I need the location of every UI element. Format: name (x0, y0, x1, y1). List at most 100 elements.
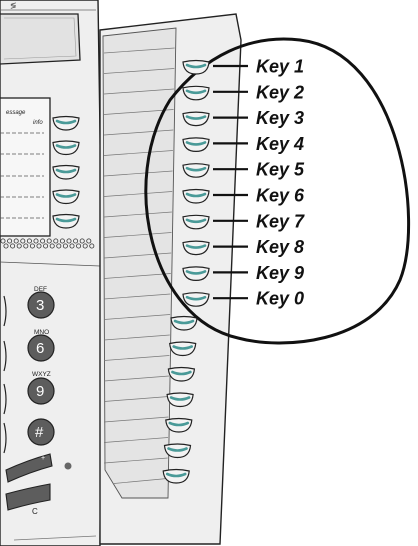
clear-key[interactable]: C (5, 483, 51, 516)
label-strip (102, 27, 177, 499)
grille-hole (56, 243, 62, 249)
display-side-key[interactable] (52, 140, 80, 156)
grille-hole (0, 238, 6, 244)
grille-hole (16, 243, 22, 249)
info-label: info (33, 120, 43, 126)
callout-key-button[interactable] (182, 137, 210, 153)
callout-key-label: Key 6 (256, 186, 305, 206)
grille-hole (86, 238, 92, 244)
keypad-key-3-digit: 3 (36, 297, 44, 314)
module-key-button[interactable] (170, 315, 198, 331)
keypad-key-6-letters: MNO (34, 329, 49, 336)
callout-key-button[interactable] (182, 214, 210, 230)
keypad-key-3-letters: DEF (34, 286, 47, 293)
strip-divider (103, 457, 168, 464)
message-label: essage (6, 110, 26, 116)
callout-item: Key 2 (182, 82, 304, 102)
grille-hole (89, 243, 95, 249)
callout-key-label: Key 2 (256, 82, 304, 102)
callout-key-button[interactable] (182, 85, 210, 101)
module-key-button[interactable] (163, 443, 192, 459)
grille-hole (43, 243, 49, 249)
keypad-key-3[interactable]: DEF 3 (3, 286, 55, 327)
grille-hole (79, 238, 85, 244)
callout-item: Key 3 (182, 108, 304, 128)
indicator-led (64, 462, 72, 470)
strip-divider (103, 150, 173, 156)
grille-hole (26, 238, 32, 244)
keypad-key-hash[interactable]: # (3, 418, 55, 454)
grille-hole (3, 243, 9, 249)
callout-key-button[interactable] (182, 188, 210, 204)
module-key-button[interactable] (167, 366, 196, 382)
callout-key-label: Key 1 (256, 57, 304, 77)
callout-item: Key 4 (182, 134, 304, 154)
strip-divider (103, 293, 171, 300)
grille-hole (13, 238, 19, 244)
grille-hole (23, 243, 29, 249)
callout-item: Key 0 (182, 289, 304, 309)
callout-key-button[interactable] (182, 163, 210, 178)
display-side-key[interactable] (52, 115, 80, 131)
grille-hole (46, 238, 52, 244)
callout-key-button[interactable] (182, 111, 210, 127)
grille-hole (73, 238, 79, 244)
module-key-button[interactable] (165, 417, 193, 433)
keypad: DEF 3 MNO 6 WXYZ 9 # (3, 286, 55, 454)
display-side-keys (52, 115, 80, 229)
strip-divider (103, 314, 171, 320)
keypad-key-6-digit: 6 (36, 340, 44, 357)
grille-hole (82, 243, 88, 249)
key-expansion-module (99, 13, 242, 545)
display-side-key[interactable] (52, 164, 80, 180)
phone-body: ≶ essage info DEF 3 MNO (0, 0, 103, 546)
callout-key-label: Key 5 (256, 160, 305, 180)
strip-divider (103, 396, 169, 402)
callout: Key 1 Key 2 Key 3 Key 4 Key 5 Key 6 Key 7 Key 8… (144, 37, 411, 345)
callout-key-label: Key 3 (256, 108, 304, 128)
volume-key[interactable]: + (5, 453, 53, 483)
keypad-key-6[interactable]: MNO 6 (3, 329, 55, 372)
grille-hole (69, 243, 75, 249)
grille-hole (36, 243, 42, 249)
callout-circle (144, 37, 411, 345)
callout-key-list: Key 1 Key 2 Key 3 Key 4 Key 5 Key 6 Key 7 Key 8… (182, 57, 305, 309)
grille-hole (29, 243, 35, 249)
module-key-button[interactable] (162, 468, 190, 484)
strip-divider (103, 191, 173, 197)
callout-key-button[interactable] (182, 240, 210, 256)
strip-divider (103, 170, 173, 177)
callout-item: Key 9 (182, 263, 304, 283)
strip-divider (103, 437, 169, 443)
strip-divider (103, 211, 172, 218)
strip-divider (103, 88, 174, 95)
module-key-button[interactable] (166, 392, 194, 408)
keypad-key-9-letters: WXYZ (32, 371, 51, 378)
strip-divider (103, 334, 170, 341)
display-side-key[interactable] (52, 213, 80, 229)
strip-divider (103, 416, 169, 423)
module-key-button[interactable] (169, 341, 197, 357)
callout-key-button[interactable] (182, 266, 210, 282)
callout-item: Key 1 (182, 57, 304, 77)
keypad-key-9-digit: 9 (36, 383, 44, 400)
grille-hole (10, 243, 16, 249)
keypad-key-9[interactable]: WXYZ 9 (3, 371, 55, 415)
grille-hole (20, 238, 26, 244)
callout-key-label: Key 4 (256, 134, 304, 154)
callout-key-button[interactable] (182, 59, 210, 75)
strip-divider (103, 232, 172, 238)
callout-key-label: Key 7 (256, 211, 305, 231)
module-keys (162, 315, 198, 484)
callout-key-label: Key 0 (256, 289, 304, 309)
svg-text:≶: ≶ (10, 1, 17, 10)
callout-key-label: Key 9 (256, 263, 304, 283)
callout-item: Key 8 (182, 237, 304, 257)
callout-key-button[interactable] (182, 292, 210, 307)
strip-divider (113, 478, 168, 484)
grille-hole (76, 243, 82, 249)
callout-key-label: Key 8 (256, 237, 304, 257)
display-side-key[interactable] (52, 189, 80, 205)
grille-hole (40, 238, 46, 244)
grille-hole (62, 243, 68, 249)
